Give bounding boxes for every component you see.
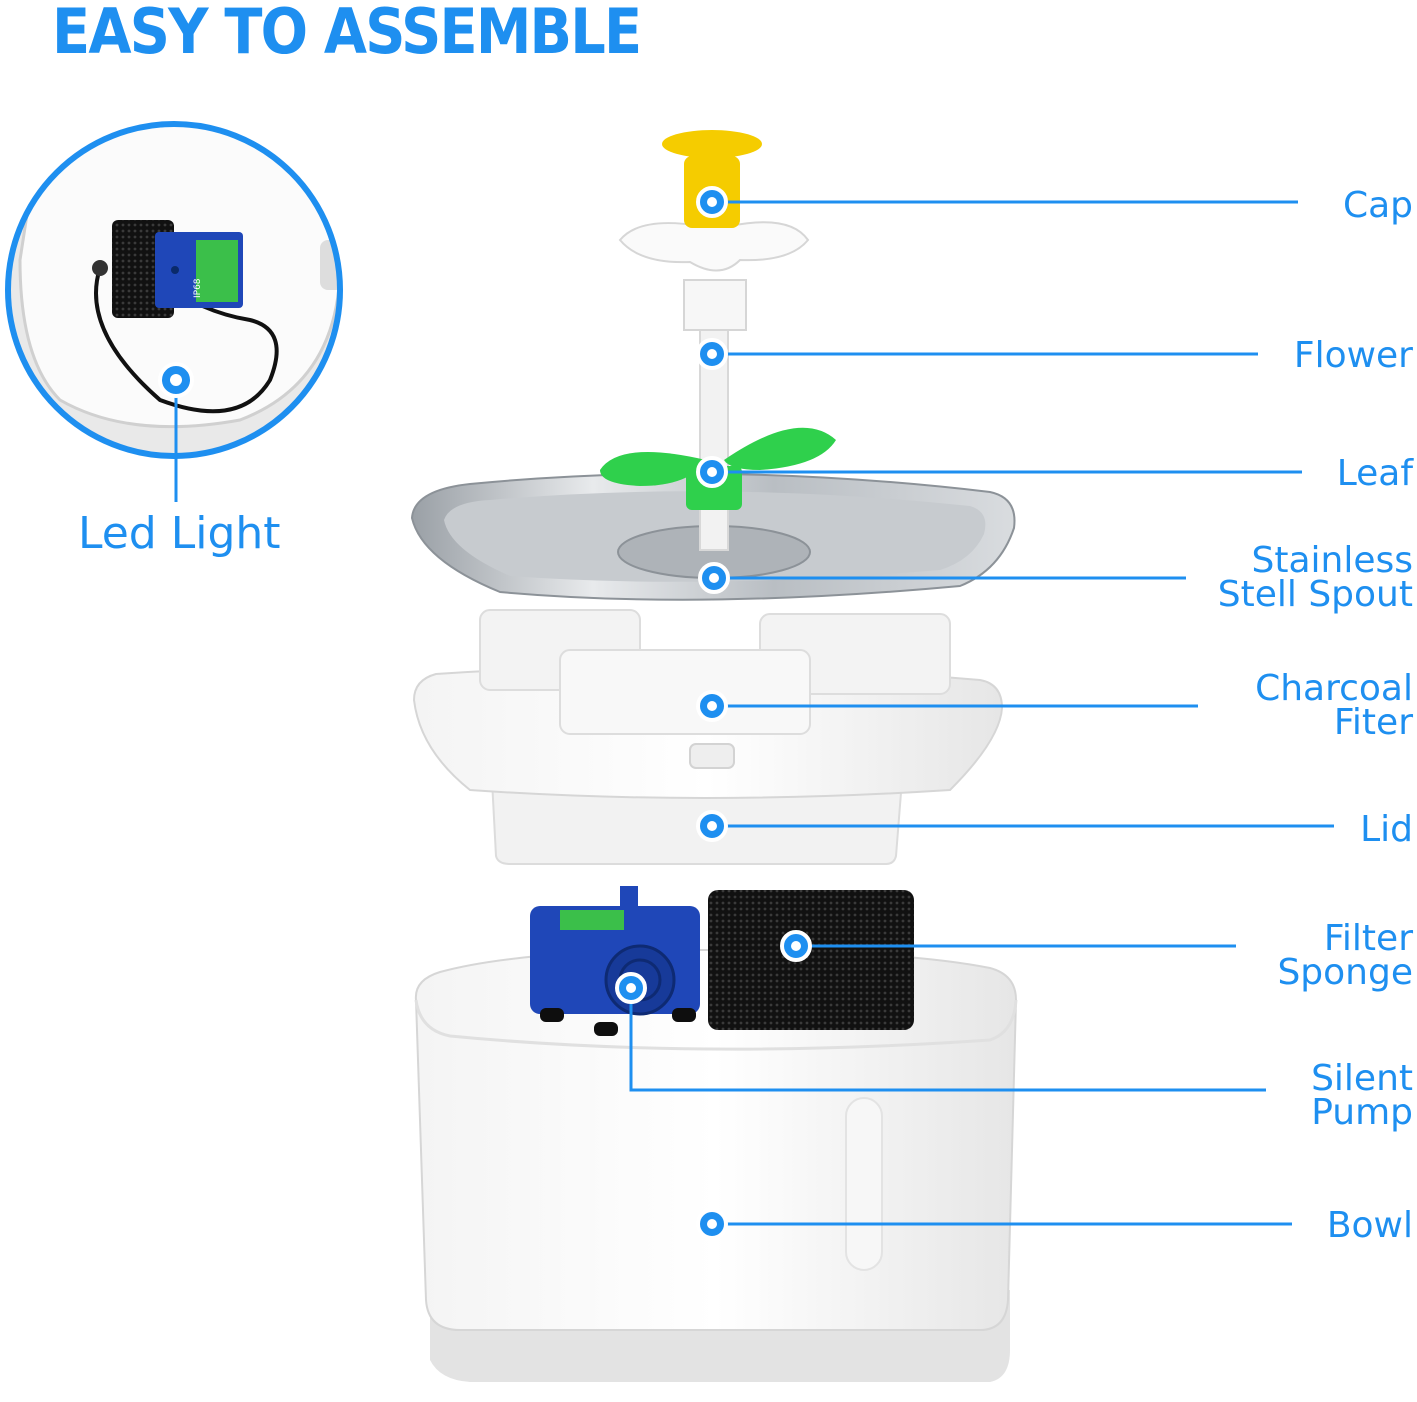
part-label-cap: Cap [1343,188,1413,224]
part-label-line: Silent [1311,1058,1413,1099]
callout-dot-center-filter [707,701,717,711]
callout-dot-center-lid [707,821,717,831]
led-light-inset: IP68 [5,121,343,502]
charcoal-filter-graphic [479,609,951,735]
part-label-line: Lid [1360,809,1413,850]
part-label-line: Pump [1311,1092,1413,1133]
callout-dot-center-flower [707,349,717,359]
pump-label-text: IP68 [193,278,203,298]
part-label-flower: Flower [1294,338,1413,374]
part-label-line: Stainless [1251,540,1413,581]
leader-lines [615,186,1334,1240]
leader-line-pump [629,988,1266,1092]
callout-dot-center-leaf [707,467,717,477]
pump-graphic [530,886,700,1036]
callout-dot-center-spout [709,573,719,583]
page-title: EASY TO ASSEMBLE [52,0,642,68]
part-label-bowl: Bowl [1327,1208,1413,1244]
callout-dot-center-sponge [791,941,801,951]
part-label-line: Cap [1342,185,1413,226]
bowl-graphic [414,948,1018,1382]
part-label-line: Bowl [1326,1205,1413,1246]
part-label-lid: Lid [1360,812,1413,848]
led-light-label: Led Light [78,508,281,559]
part-label-line: Charcoal [1255,668,1413,709]
callout-dot-center-pump [626,983,636,993]
part-label-line: Flower [1293,335,1413,376]
callout-dot-center-cap [707,197,717,207]
sponge-graphic [708,890,914,1030]
part-label-line: Sponge [1277,952,1413,993]
flower-stem-graphic [600,130,836,551]
part-label-line: Filter [1323,918,1413,959]
part-label-line: Leaf [1336,453,1413,494]
part-label-line: Stell Spout [1217,574,1413,615]
part-label-leaf: Leaf [1337,456,1413,492]
part-label-line: Fiter [1333,702,1413,743]
callout-dot-center-bowl [707,1219,717,1229]
